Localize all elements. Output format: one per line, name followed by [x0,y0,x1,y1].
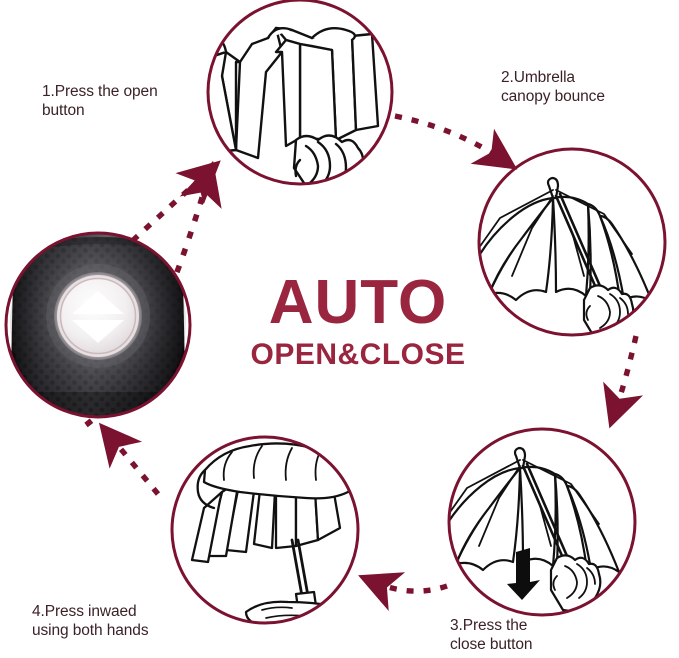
arrow-step2-to-step3 [603,335,643,429]
step-2-label: 2.Umbrella canopy bounce [501,69,605,105]
arrow-step4-to-device [98,422,161,496]
step-4-circle [170,435,360,625]
arrow-device-to-step1-line [118,160,221,254]
up-down-triangle-button-icon[interactable] [72,291,124,343]
step-3-circle [447,427,637,617]
device-circle [4,231,192,419]
step-2-illustration [479,176,654,335]
arrow-step3-to-step4 [358,572,448,612]
step-2-circle [477,147,667,337]
step-1-circle [206,0,394,186]
arrow-step1-to-step2 [394,113,518,170]
step-1-label: 1.Press the open button [42,83,158,119]
step-3-label: 3.Press the close button [450,617,533,653]
step-3-illustration [449,446,621,615]
umbrella-handle-device [10,233,186,417]
step-4-label: 4.Press inwaed using both hands [32,603,149,639]
press-down-arrow-icon [507,548,540,600]
